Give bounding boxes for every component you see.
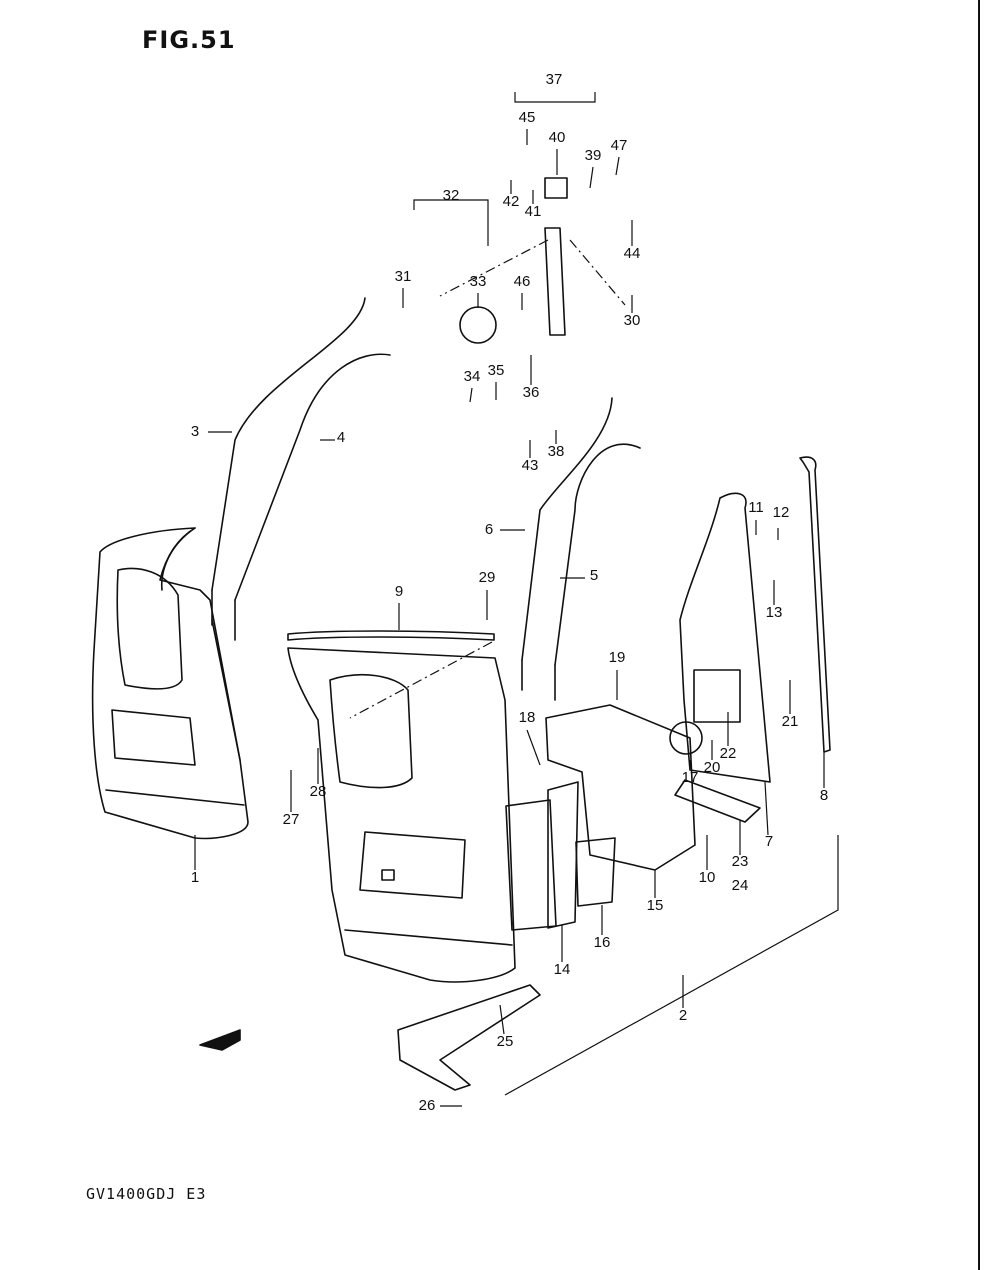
- callout-4: 4: [337, 429, 345, 446]
- callout-5: 5: [590, 567, 598, 584]
- block-40: [544, 177, 568, 199]
- group-bracket-2: [504, 835, 839, 1096]
- callout-28: 28: [310, 783, 327, 800]
- callout-24: 24: [732, 877, 749, 894]
- leader-lines: [194, 92, 839, 1107]
- callout-30: 30: [624, 312, 641, 329]
- callout-42: 42: [503, 193, 520, 210]
- callout-17: 17: [682, 769, 699, 786]
- inner-panel-part: [287, 647, 516, 983]
- callout-47: 47: [611, 137, 628, 154]
- leader-47: [615, 156, 620, 176]
- callout-20: 20: [704, 759, 721, 776]
- callout-23: 23: [732, 853, 749, 870]
- callout-41: 41: [525, 203, 542, 220]
- trim-strip-part: [287, 630, 495, 641]
- callout-1: 1: [191, 869, 199, 886]
- page-border: [978, 0, 980, 1270]
- group-bracket-37: [514, 92, 596, 103]
- figure-title: FIG.51: [142, 26, 236, 54]
- cable-assemblies: [211, 297, 641, 701]
- callout-11: 11: [748, 499, 764, 516]
- callout-14: 14: [554, 961, 571, 978]
- guide-rail-23: [674, 779, 761, 823]
- pulley-17: [669, 721, 703, 755]
- side-panel-part: [679, 492, 771, 783]
- callout-22: 22: [720, 745, 737, 762]
- callout-3: 3: [191, 423, 199, 440]
- callout-33: 33: [470, 273, 487, 290]
- callout-45: 45: [519, 109, 536, 126]
- callout-27: 27: [283, 811, 300, 828]
- group-bracket-32: [413, 199, 489, 246]
- callout-32: 32: [443, 187, 460, 204]
- bracket-25: [397, 984, 541, 1091]
- callout-21: 21: [782, 713, 799, 730]
- leader-7: [764, 781, 769, 836]
- callout-34: 34: [464, 368, 481, 385]
- callout-8: 8: [820, 787, 828, 804]
- leader-25: [499, 1004, 505, 1035]
- callout-9: 9: [395, 583, 403, 600]
- callout-6: 6: [485, 521, 493, 538]
- pulley-33: [459, 306, 497, 344]
- callout-16: 16: [594, 934, 611, 951]
- callout-31: 31: [395, 268, 412, 285]
- fwd-arrow: [199, 1029, 241, 1051]
- callout-29: 29: [479, 569, 496, 586]
- callout-46: 46: [514, 273, 531, 290]
- leader-39: [589, 166, 594, 189]
- dashed-reference-lines: [349, 239, 626, 719]
- callout-15: 15: [647, 897, 664, 914]
- frame-pieces: [505, 704, 696, 931]
- callout-36: 36: [523, 384, 540, 401]
- callout-26: 26: [419, 1097, 436, 1114]
- weatherstrip-part: [799, 456, 831, 753]
- model-code: GV1400GDJ E3: [86, 1185, 207, 1203]
- leader-34: [469, 387, 473, 403]
- outer-cover-part: [91, 527, 249, 840]
- upper-rail-part: [544, 227, 566, 336]
- callout-10: 10: [699, 869, 716, 886]
- callout-38: 38: [548, 443, 565, 460]
- callout-2: 2: [679, 1007, 687, 1024]
- callout-13: 13: [766, 604, 783, 621]
- callout-25: 25: [497, 1033, 514, 1050]
- callout-40: 40: [549, 129, 566, 146]
- callout-19: 19: [609, 649, 626, 666]
- callout-37: 37: [546, 71, 563, 88]
- leader-18: [526, 729, 541, 766]
- callout-43: 43: [522, 457, 539, 474]
- callout-18: 18: [519, 709, 536, 726]
- callout-35: 35: [488, 362, 505, 379]
- callout-12: 12: [773, 504, 790, 521]
- callout-44: 44: [624, 245, 641, 262]
- callout-7: 7: [765, 833, 773, 850]
- callout-39: 39: [585, 147, 602, 164]
